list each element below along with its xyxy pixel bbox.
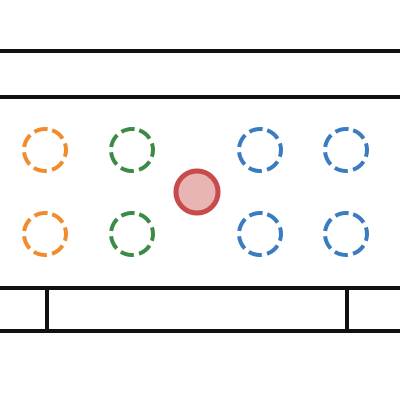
marker-layer: [22, 127, 369, 257]
orange-marker-top: [22, 127, 68, 173]
blue-marker-top-left-ring: [237, 127, 283, 174]
green-marker-top-ring: [109, 127, 155, 173]
red-target-circle[interactable]: [173, 168, 221, 216]
top-rail: [0, 49, 400, 99]
blue-marker-bottom-left: [237, 210, 283, 257]
target-layer: [173, 168, 221, 216]
bottom-rail: [0, 286, 400, 333]
blue-marker-top-right-ring: [323, 127, 369, 173]
green-marker-bottom-ring: [109, 211, 155, 257]
orange-marker-top-ring: [22, 127, 68, 173]
blue-marker-top-right: [323, 127, 369, 173]
green-marker-top: [109, 127, 155, 173]
orange-marker-bottom-ring: [22, 211, 68, 257]
blue-marker-bottom-left-ring: [237, 210, 283, 257]
blue-marker-bottom-right: [323, 210, 369, 257]
orange-marker-bottom: [22, 211, 68, 257]
green-marker-bottom: [109, 211, 155, 257]
blue-marker-top-left: [237, 127, 283, 174]
blue-marker-bottom-right-ring: [323, 210, 369, 257]
